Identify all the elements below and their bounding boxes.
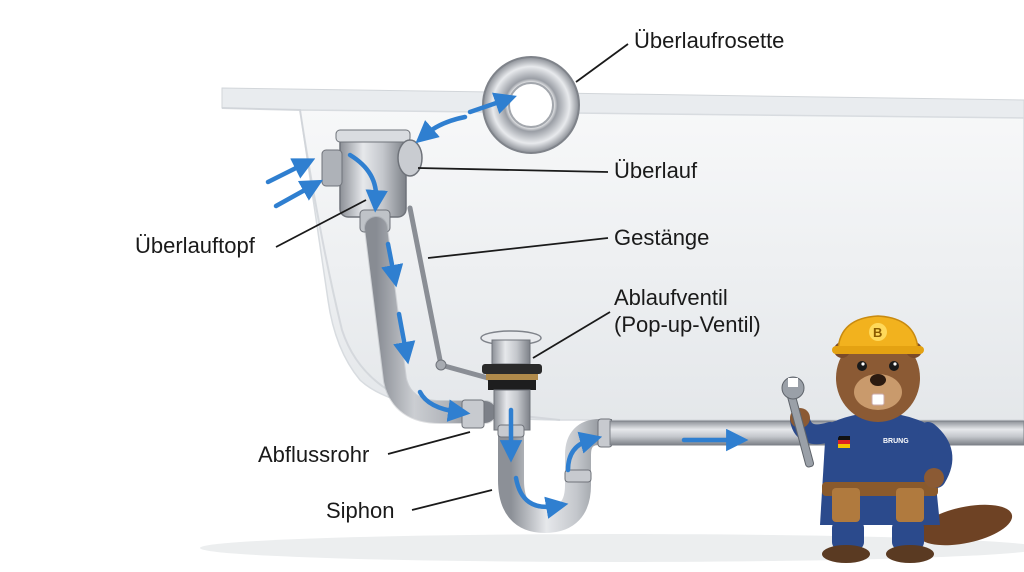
label-ueberlauftopf: Überlauftopf (135, 233, 256, 258)
linkage-rod (407, 205, 491, 381)
leader-lines (275, 43, 629, 511)
flow-arrows (265, 92, 749, 519)
pipe-coupling (461, 399, 485, 429)
helmet-letter: B (873, 325, 882, 340)
wrench-icon (781, 376, 815, 468)
label-ueberlauf: Überlauf (614, 158, 698, 183)
floor-shadow (200, 534, 1024, 562)
overflow-rosette (482, 56, 580, 154)
label-ablaufventil: Ablaufventil (614, 285, 728, 310)
popup-valve (480, 330, 542, 431)
helmet: B (832, 315, 924, 354)
label-siphon: Siphon (326, 498, 395, 523)
beaver-mascot: BRUNG B (781, 315, 1013, 563)
label-ueberlaufrosette: Überlaufrosette (634, 28, 784, 53)
label-popup-ventil: (Pop-up-Ventil) (614, 312, 761, 337)
label-gestaenge: Gestänge (614, 225, 709, 250)
badge-text: BRUNG (883, 438, 909, 445)
drain-pipe (365, 217, 496, 423)
label-abflussrohr: Abflussrohr (258, 442, 369, 467)
siphon (498, 419, 613, 533)
